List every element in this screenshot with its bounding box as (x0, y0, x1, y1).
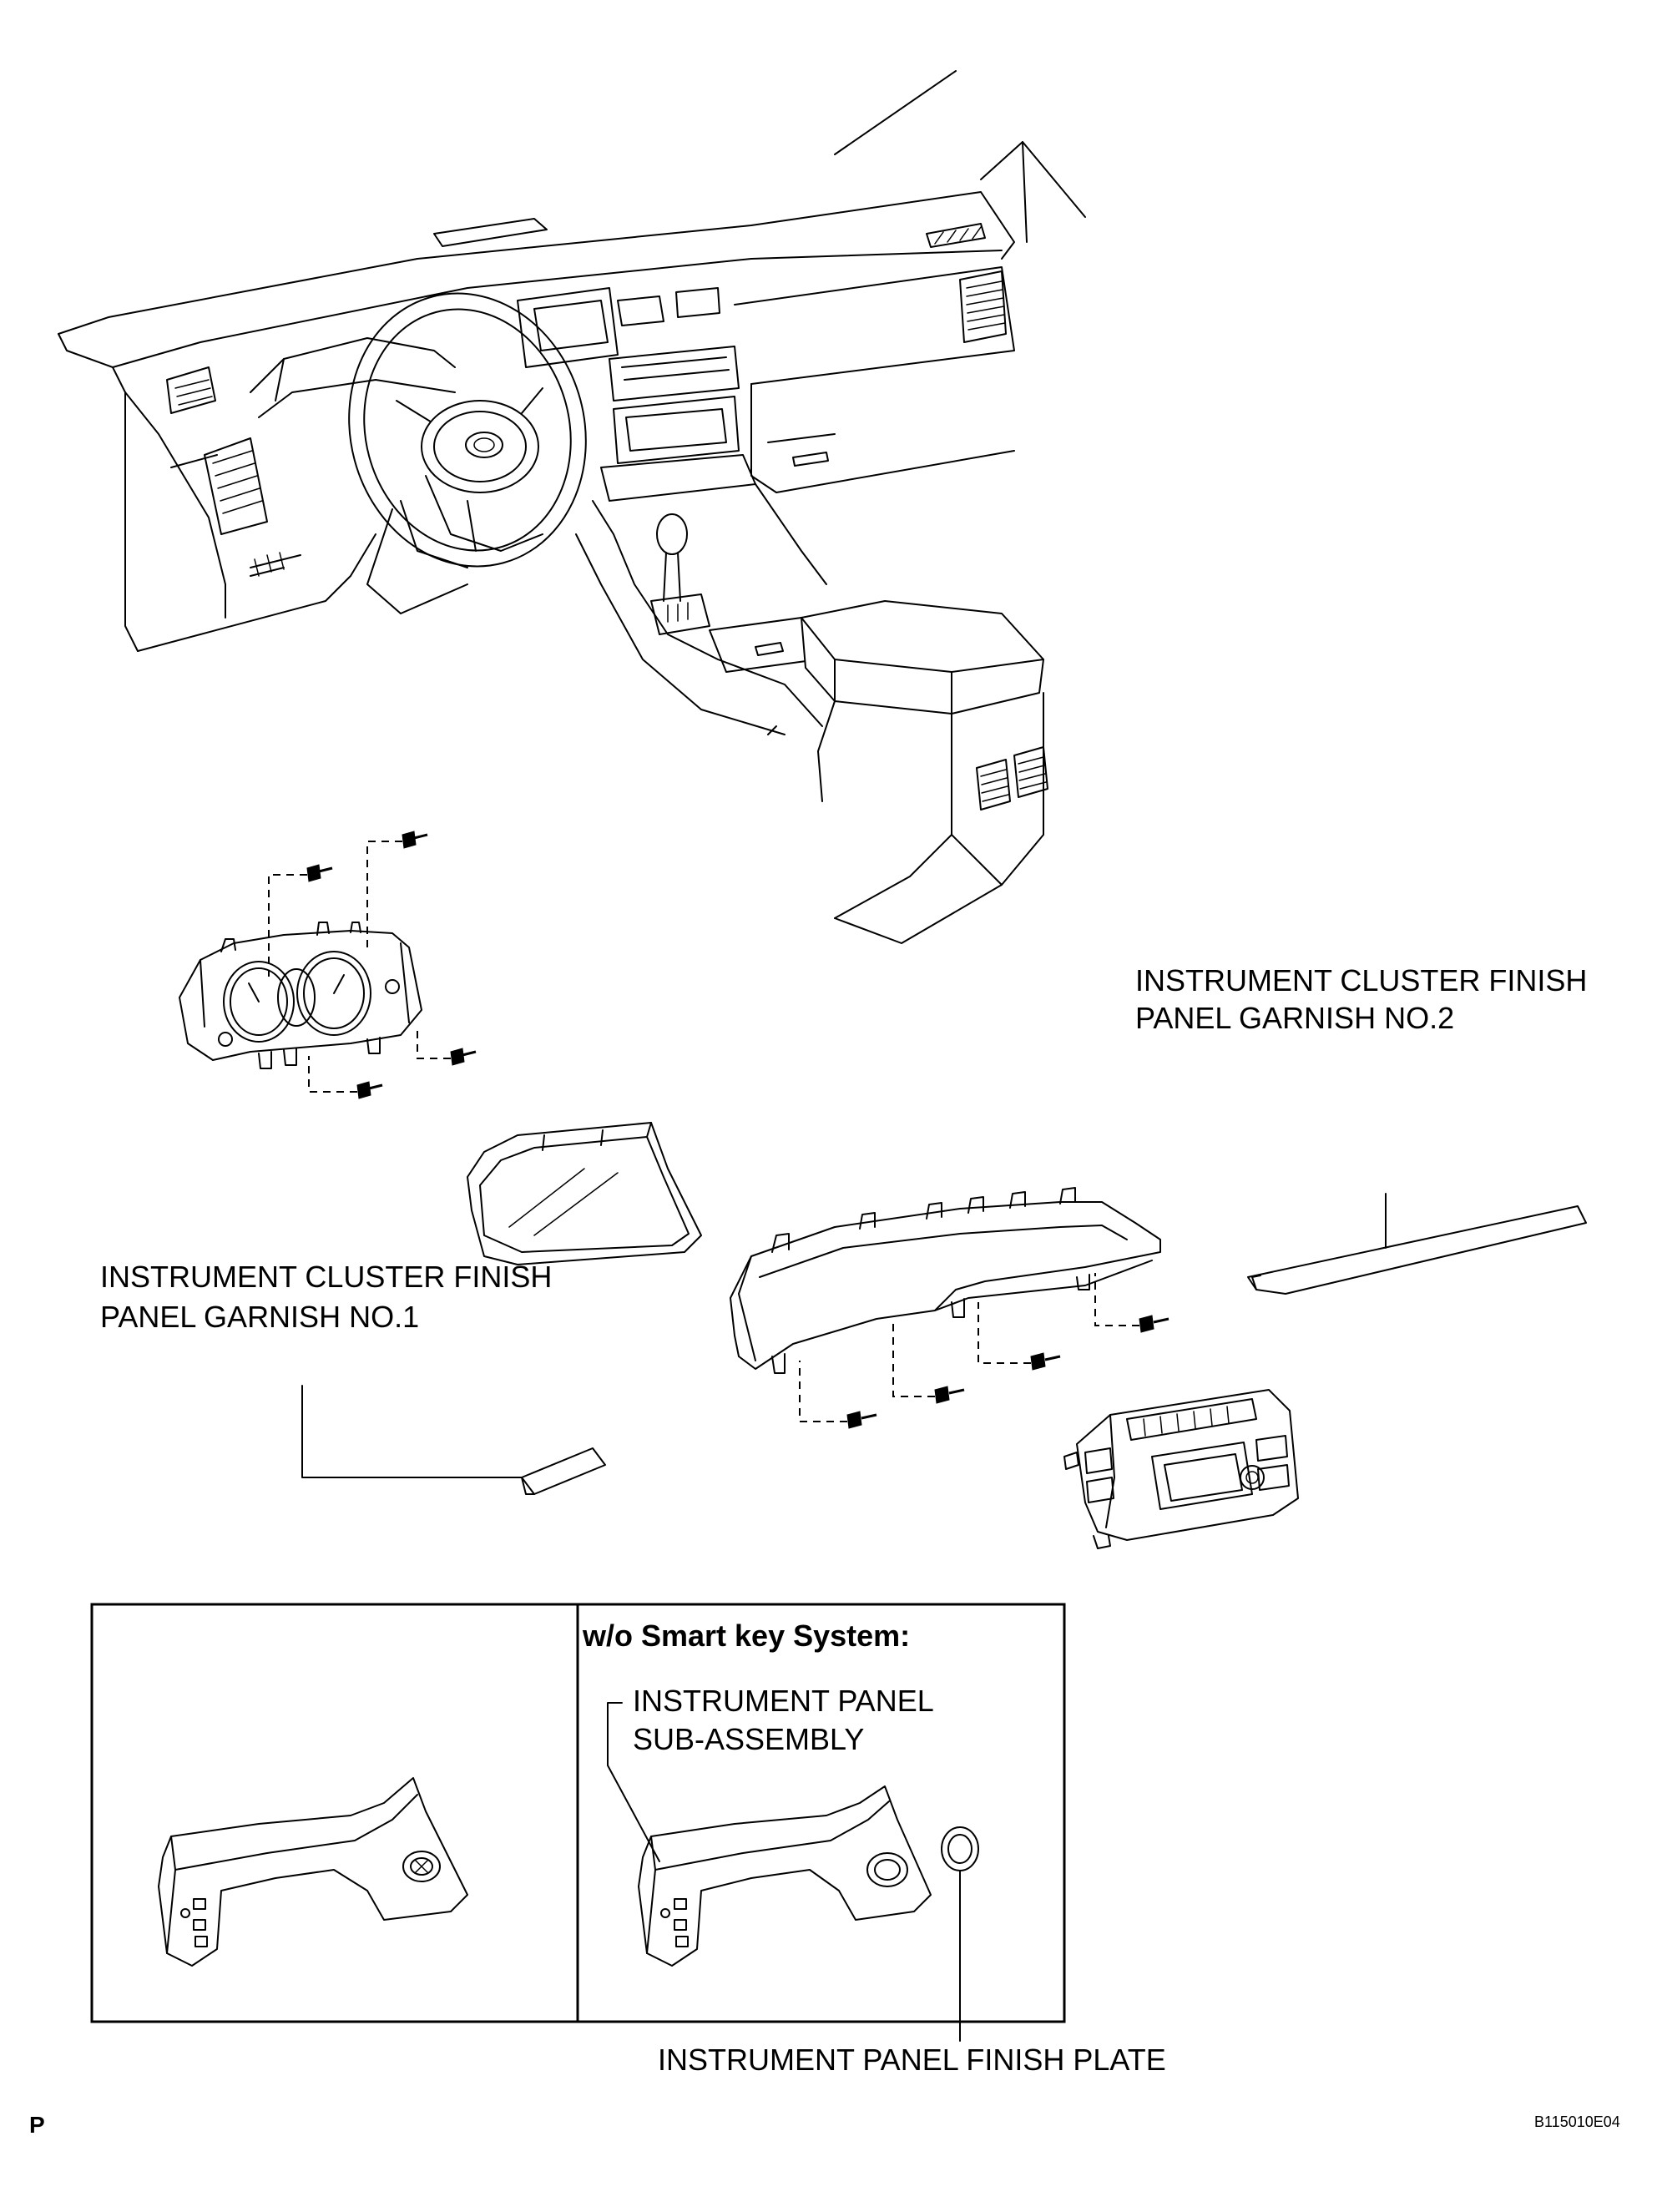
garnish-no1-leader (301, 1385, 523, 1478)
screw (402, 831, 428, 849)
garnish-no1-label-line1: INSTRUMENT CLUSTER FINISH (100, 1260, 552, 1294)
screw (450, 1048, 477, 1066)
finish-plate-part (941, 1826, 979, 1871)
garnish-no2-part (1247, 1205, 1587, 1295)
garnish-no2-label-line2: PANEL GARNISH NO.2 (1135, 1001, 1454, 1035)
meter-screws (268, 831, 477, 1099)
cluster-finish-panel (730, 1187, 1161, 1374)
screw (846, 1411, 877, 1429)
cluster-panel-screws (799, 1273, 1169, 1429)
center-control-panel (1063, 1389, 1299, 1549)
screw (356, 1081, 383, 1099)
screw (934, 1386, 965, 1404)
combination-meter-assembly (179, 922, 422, 1069)
instrument-panel-leader (607, 1702, 660, 1862)
meter-glass (467, 1122, 702, 1265)
finish-plate-label: INSTRUMENT PANEL FINISH PLATE (658, 2043, 1166, 2077)
figure-code: B115010E04 (1534, 2114, 1620, 2130)
variant-inset-box (90, 1603, 1066, 2023)
inset-header: w/o Smart key System: (582, 1619, 910, 1653)
instrument-panel-sub-assembly-part (638, 1785, 932, 1967)
garnish-no1-label-line2: PANEL GARNISH NO.1 (100, 1300, 419, 1334)
instrument-panel-label-line1: INSTRUMENT PANEL (633, 1684, 934, 1718)
instrument-panel-smart-key-part (158, 1777, 468, 1967)
instrument-panel-label-line2: SUB-ASSEMBLY (633, 1722, 864, 1756)
screw (1030, 1352, 1061, 1371)
dashboard-overview-drawing (58, 70, 1086, 944)
page-marker: P (29, 2112, 45, 2138)
screw (306, 864, 333, 882)
garnish-no1-part (521, 1447, 606, 1495)
screw (1139, 1315, 1169, 1333)
garnish-no2-label-line1: INSTRUMENT CLUSTER FINISH (1135, 963, 1587, 997)
